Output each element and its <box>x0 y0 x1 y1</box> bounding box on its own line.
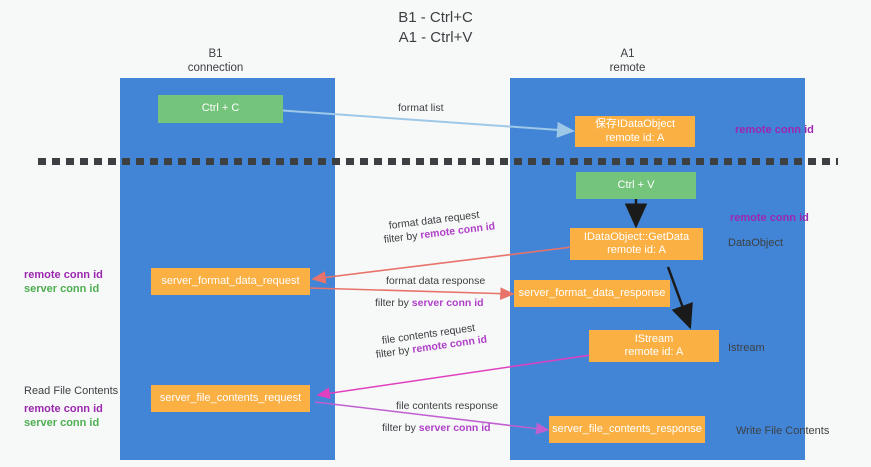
lane-header-b1-name: B1 <box>208 48 223 60</box>
node-server-format-data-response-label: server_format_data_response <box>518 286 666 299</box>
edge-format-list <box>274 109 575 138</box>
edge-file-contents-request <box>316 354 592 400</box>
node-save-idataobject-line1: 保存IDataObject <box>594 118 676 130</box>
annotation-left-remote-conn-id-bottom: remote conn id <box>24 403 103 415</box>
node-idataobject-getdata-line2: remote id: A <box>607 244 666 256</box>
node-ctrl-v-label: Ctrl + V <box>617 178 655 191</box>
edge-label-file-contents-response: file contents response <box>396 400 499 412</box>
annotation-dataobject: DataObject <box>728 237 784 249</box>
lane-header-b1-sub: connection <box>187 62 244 74</box>
node-save-idataobject-line2: remote id: A <box>605 131 665 144</box>
annotation-left-server-conn-id-bottom: server conn id <box>24 417 100 429</box>
node-istream-line1: IStream <box>634 332 674 345</box>
node-server-file-contents-response[interactable]: server_file_contents_response <box>549 416 705 443</box>
lane-header-b1: B1 connection <box>153 47 278 75</box>
lane-header-a1-sub: remote <box>609 62 646 74</box>
node-ctrl-c-label: Ctrl + C <box>201 102 240 115</box>
diagram-title-line1: B1 - Ctrl+C <box>398 9 473 26</box>
edge-label-file-contents-response-filter-pre: filter by <box>382 422 419 434</box>
node-server-format-data-response[interactable]: server_format_data_response <box>514 280 670 307</box>
edge-label-file-contents-response-filter-key: server conn id <box>418 422 491 434</box>
node-server-format-data-request-label: server_format_data_request <box>161 274 300 287</box>
edge-label-format-data-response-filter-pre: filter by <box>375 297 412 309</box>
annotation-left-server-conn-id-mid: server conn id <box>24 283 100 295</box>
annotation-istream: Istream <box>728 342 765 354</box>
diagram-title-line2: A1 - Ctrl+V <box>398 29 473 46</box>
annotation-remote-conn-id-mid: remote conn id <box>730 212 809 224</box>
node-istream-line2: remote id: A <box>624 346 684 358</box>
edge-response-istream <box>666 266 693 330</box>
node-ctrl-v[interactable]: Ctrl + V <box>576 172 696 199</box>
node-istream[interactable]: IStream remote id: A <box>589 330 719 362</box>
edge-format-data-request <box>311 246 573 284</box>
node-idataobject-getdata[interactable]: IDataObject::GetData remote id: A <box>570 228 703 260</box>
edge-label-file-contents-response-filter: filter by server conn id <box>382 421 491 435</box>
node-ctrl-c[interactable]: Ctrl + C <box>158 95 283 123</box>
annotation-left-remote-conn-id-mid: remote conn id <box>24 269 103 281</box>
node-server-file-contents-request-label: server_file_contents_request <box>159 391 302 404</box>
dashed-separator <box>38 158 838 165</box>
node-server-format-data-request[interactable]: server_format_data_request <box>151 268 310 295</box>
node-save-idataobject[interactable]: 保存IDataObject remote id: A <box>575 116 695 147</box>
edge-label-format-data-response-filter: filter by server conn id <box>375 296 484 310</box>
annotation-write-file-contents: Write File Contents <box>736 425 830 437</box>
node-server-file-contents-request[interactable]: server_file_contents_request <box>151 385 310 412</box>
annotation-read-file-contents: Read File Contents <box>24 385 119 397</box>
node-idataobject-getdata-line1: IDataObject::GetData <box>583 230 690 243</box>
lane-header-a1: A1 remote <box>565 47 690 75</box>
annotation-remote-conn-id-top: remote conn id <box>735 124 814 136</box>
edge-format-data-response <box>309 287 515 301</box>
edge-file-contents-response <box>314 401 550 435</box>
diagram-title: B1 - Ctrl+C A1 - Ctrl+V <box>0 8 871 48</box>
node-server-file-contents-response-label: server_file_contents_response <box>552 422 702 435</box>
lane-header-a1-name: A1 <box>620 48 635 60</box>
edge-label-format-list: format list <box>398 102 444 114</box>
edge-label-format-data-response: format data response <box>386 275 486 287</box>
edge-label-format-data-response-filter-key: server conn id <box>411 297 484 309</box>
